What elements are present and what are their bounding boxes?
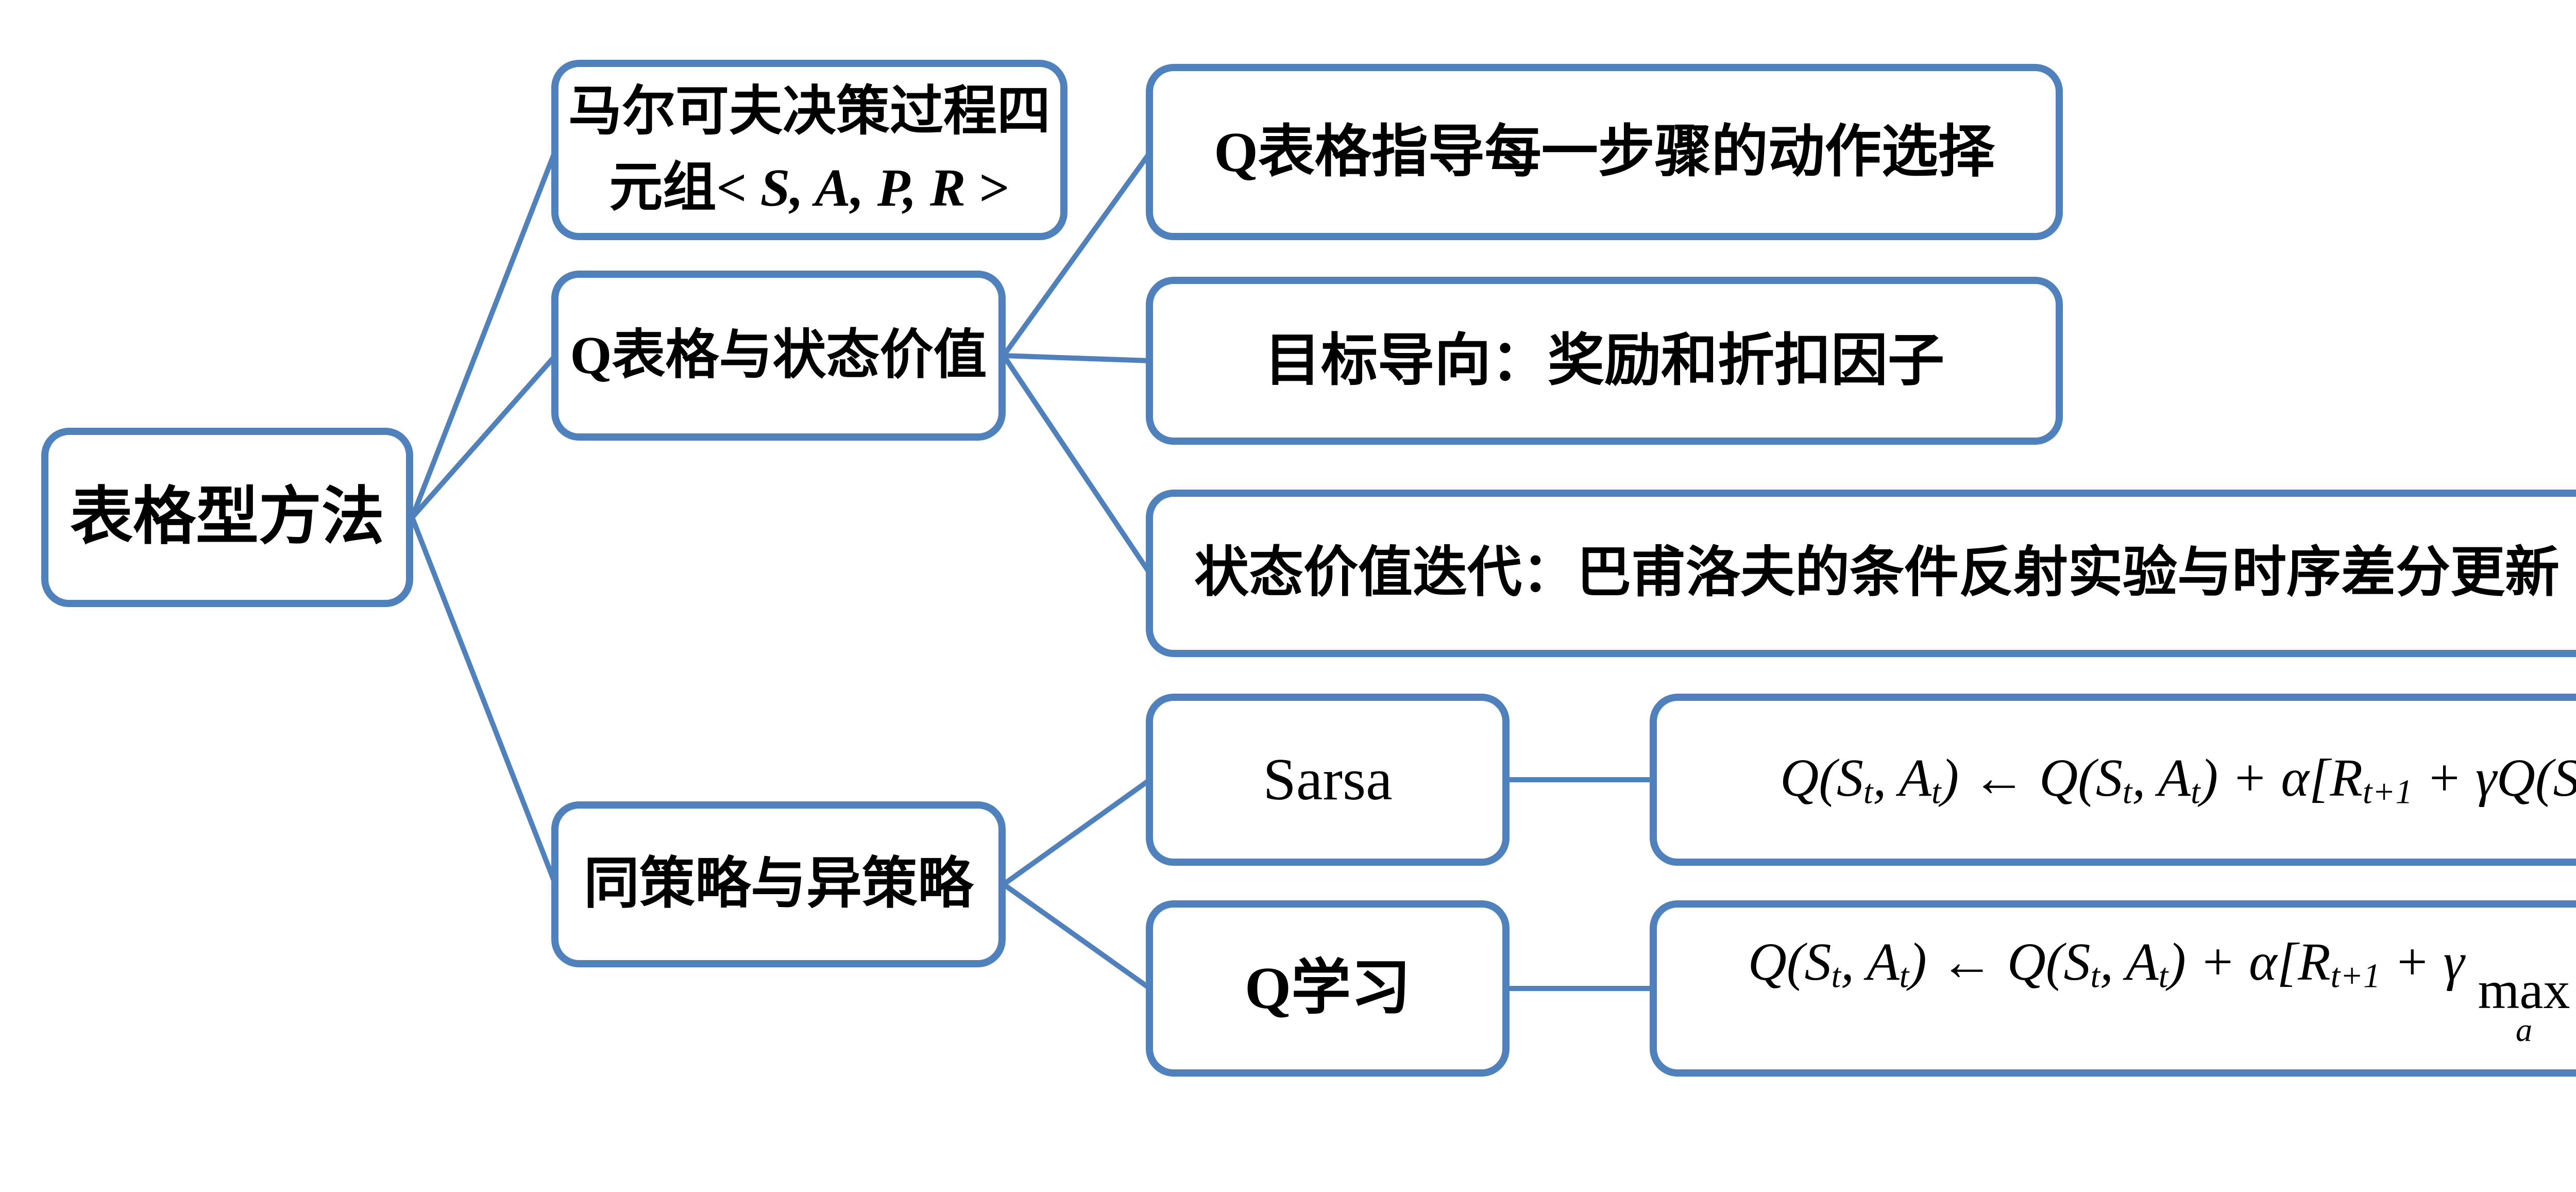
node-sarsa: Sarsa — [1146, 694, 1510, 866]
connector-root-policy — [410, 515, 558, 887]
node-state-value-iteration: 状态价值迭代：巴甫洛夫的条件反射实验与时序差分更新 — [1146, 490, 2576, 657]
node-label: 表格型方法 — [70, 482, 384, 552]
node-label: 同策略与异策略 — [583, 853, 973, 915]
node-label: Sarsa — [1263, 746, 1393, 813]
node-on-policy-off-policy: 同策略与异策略 — [551, 801, 1006, 967]
node-goal-oriented-reward-discount: 目标导向：奖励和折扣因子 — [1146, 277, 2063, 445]
node-q-learning: Q学习 — [1146, 900, 1510, 1077]
node-tabular-methods: 表格型方法 — [41, 428, 413, 607]
node-label: 目标导向：奖励和折扣因子 — [1264, 329, 1944, 392]
node-mdp-tuple: 马尔可夫决策过程四 元组< S, A, P, R > — [551, 60, 1067, 240]
connector-root-mdp — [410, 148, 558, 520]
connector-policy-sarsa — [1001, 777, 1153, 887]
node-sarsa-formula: Q(St, At) ← Q(St, At) + α[Rt+1 + γQ(St+1… — [1650, 694, 2576, 866]
node-label: 状态价值迭代：巴甫洛夫的条件反射实验与时序差分更新 — [1194, 543, 2560, 603]
connector-policy-qlearning — [1001, 882, 1153, 991]
sarsa-update-formula: Q(St, At) ← Q(St, At) + α[Rt+1 + γQ(St+1… — [1780, 748, 2576, 811]
node-label: Q表格与状态价值 — [570, 326, 987, 385]
node-label-line2: 元组< S, A, P, R > — [609, 158, 1010, 217]
connector-qtable-goal — [1001, 353, 1153, 363]
connector-root-qtable — [410, 353, 558, 520]
node-q-table-state-value: Q表格与状态价值 — [551, 271, 1006, 441]
node-label-line1: 马尔可夫决策过程四 — [568, 82, 1050, 142]
node-q-table-guides-actions: Q表格指导每一步骤的动作选择 — [1146, 64, 2063, 240]
node-label: Q表格指导每一步骤的动作选择 — [1214, 120, 1995, 183]
connector-qtable-value — [1001, 353, 1153, 576]
node-label: Q学习 — [1244, 955, 1411, 1021]
